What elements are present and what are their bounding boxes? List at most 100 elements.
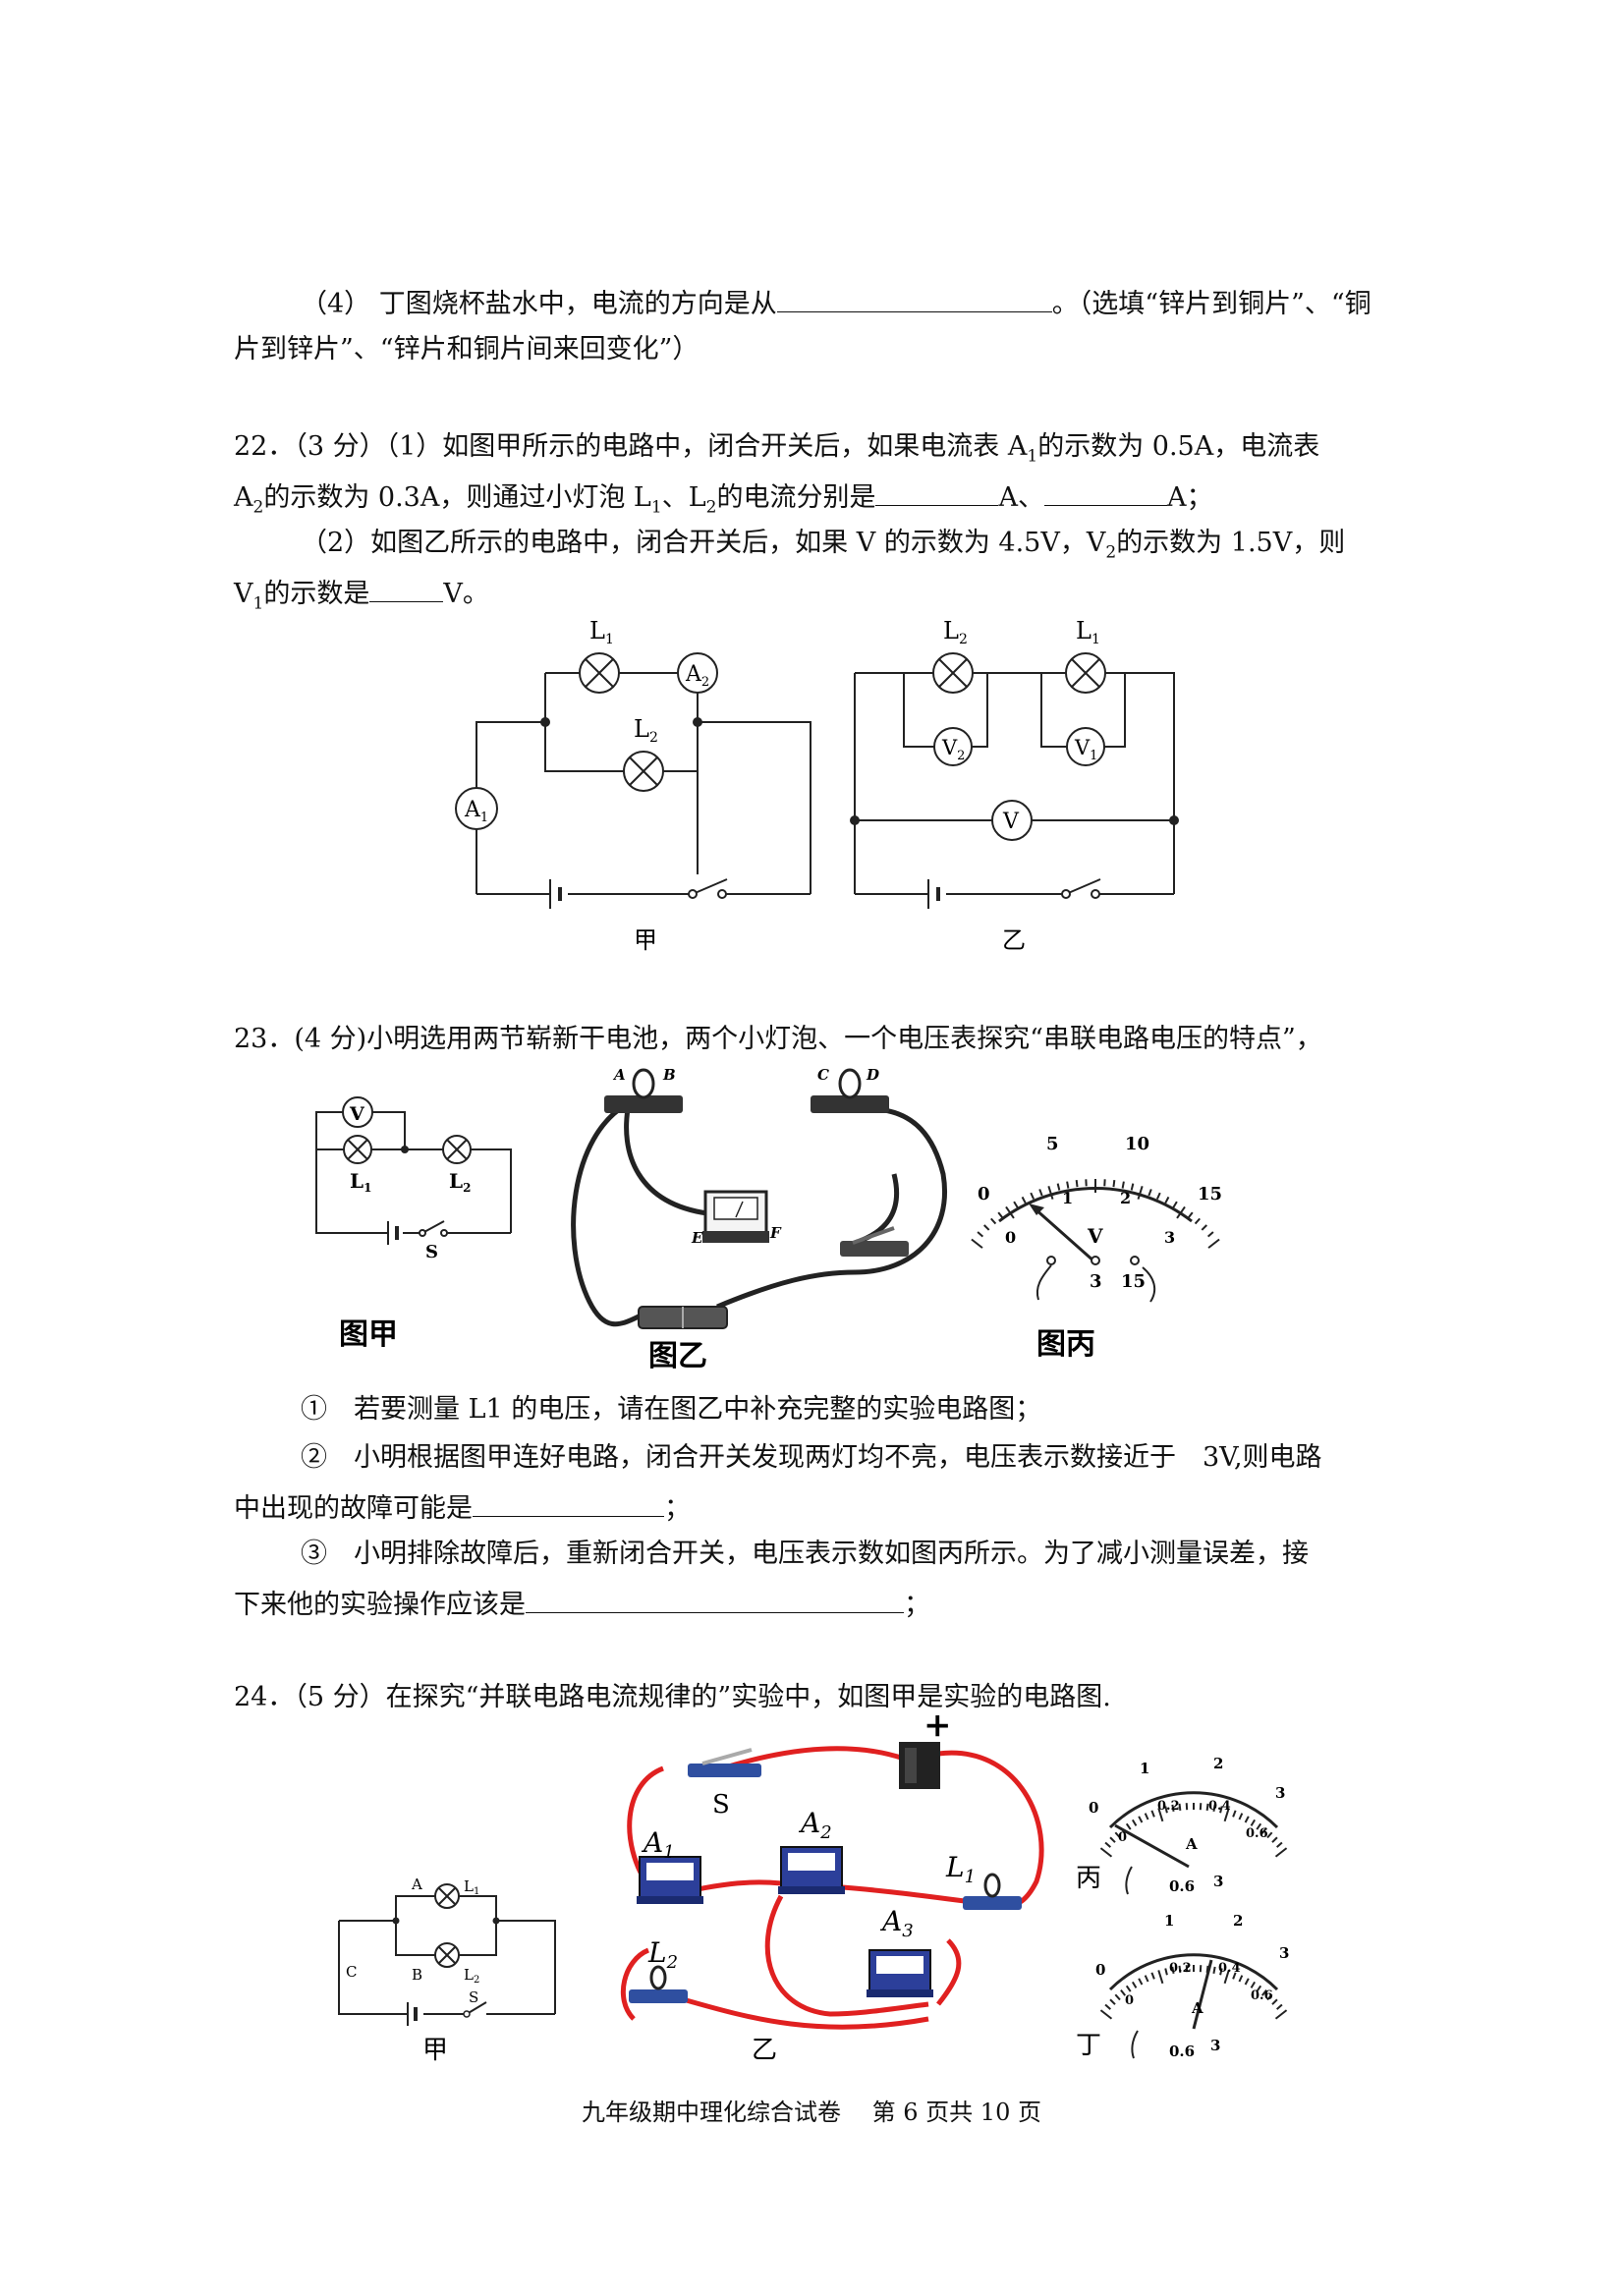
- q24-bing-outer-3: 3: [1275, 1784, 1285, 1802]
- lamp-holder-CD: [811, 1068, 889, 1113]
- q22-l2e: A、: [998, 482, 1044, 513]
- q22-l3a: （2）如图乙所示的电路中，闭合开关后，如果 V 的示数为 4.5V，V: [301, 528, 1106, 558]
- jia-L2-label: L: [634, 715, 649, 743]
- dial-tick: [1205, 1803, 1209, 1811]
- q24-yi-L1s: 1: [965, 1867, 976, 1887]
- q22-l4c: V。: [443, 579, 489, 609]
- q24-wiring-yi: + S A1 A2 L1 L2 A3 乙: [620, 1706, 1044, 2063]
- svg-text:L1: L1: [1076, 617, 1100, 647]
- ammeter-A1: [455, 787, 498, 830]
- q24-jia-S: S: [469, 1988, 478, 2006]
- yi-V2-label: V: [941, 736, 958, 759]
- dial-tick: [1164, 1968, 1168, 1976]
- dial-tick: [1157, 1808, 1164, 1822]
- q24-ding-outer-1: 1: [1164, 1912, 1174, 1930]
- voltmeter-V: [342, 1096, 373, 1128]
- lamp-L1: [579, 652, 620, 694]
- dial-tick: [1056, 1183, 1061, 1191]
- svg-text:A2: A2: [798, 1807, 832, 1843]
- dial-tick: [1266, 1831, 1273, 1839]
- q24-jia-L1s: 1: [474, 1886, 479, 1897]
- lamp-L2: [434, 1942, 460, 1968]
- q23-dial-inner-0: 0: [1005, 1228, 1016, 1247]
- q23-dial-inner-3: 3: [1164, 1228, 1175, 1247]
- q23-step3-line2: 下来他的实验操作应该是；: [234, 1583, 930, 1625]
- dial-tick: [1271, 1836, 1278, 1843]
- jia-A1-label: A: [464, 798, 481, 822]
- q23-yi-F: F: [769, 1224, 782, 1242]
- dial-tick: [1147, 1189, 1152, 1197]
- q23-dial-outer-15: 15: [1198, 1184, 1222, 1204]
- q24-yi-A1s: 1: [663, 1842, 674, 1863]
- q22-line3: （2）如图乙所示的电路中，闭合开关后，如果 V 的示数为 4.5V，V2的示数为…: [301, 524, 1345, 572]
- dial-tick: [983, 1224, 990, 1231]
- battery-device: [638, 1306, 728, 1329]
- q22-l1a: 22．（3 分）（1）如图甲所示的电路中，闭合开关后，如果电流表 A: [234, 431, 1028, 462]
- q22-l4a: V: [234, 579, 253, 609]
- dial-tick: [1131, 1981, 1138, 1988]
- dial-tick: [1038, 1189, 1043, 1197]
- q23-blank-fault[interactable]: [473, 1486, 664, 1517]
- q24-jia-caption: 甲: [422, 2036, 448, 2065]
- q24-ding-outer-2: 2: [1233, 1912, 1243, 1930]
- q22-l3-sub: 2: [1105, 542, 1117, 563]
- svg-text:L1: L1: [350, 1169, 371, 1195]
- q22-blank-1[interactable]: [875, 476, 999, 506]
- q24-bing-caption: 丙: [1076, 1864, 1101, 1893]
- jia-L1-sub: 1: [605, 632, 614, 647]
- q24-jia-C: C: [346, 1963, 357, 1981]
- q22-l4-sub: 1: [252, 593, 264, 614]
- q24-jia-L2: L: [464, 1966, 474, 1984]
- q23-s3c: ；: [904, 1590, 930, 1620]
- voltmeter-V1: [1066, 727, 1105, 766]
- q23-dial-inner-1: 1: [1062, 1189, 1073, 1207]
- q22-blank-2[interactable]: [1043, 476, 1167, 506]
- q24-ding-inner-06: 0.6: [1251, 1988, 1273, 2003]
- q24-yi-plus: +: [923, 1706, 952, 1745]
- dial-tick: [1130, 1183, 1135, 1191]
- q24-bing-inner-02: 0.2: [1157, 1799, 1180, 1814]
- yi-V1-sub: 1: [1090, 749, 1097, 763]
- q23-line1: 23．(4 分)小明选用两节崭新干电池，两个小灯泡、一个电压表探究“串联电路电压…: [234, 1024, 1322, 1054]
- dial-tick: [1178, 1965, 1182, 1973]
- dial-tick: [1207, 1238, 1220, 1249]
- q22-l1b: 的示数为 0.5A，电流表: [1037, 431, 1320, 462]
- q24-ding-term-06: 0.6: [1169, 2043, 1195, 2060]
- dial-tick: [1125, 1985, 1132, 1992]
- q23-blank-operation[interactable]: [526, 1583, 904, 1613]
- dial-tick: [1120, 1988, 1127, 1996]
- q23-circuit-jia: V L1 L2 S 图甲: [315, 1096, 512, 1352]
- q21-answer-blank[interactable]: [776, 282, 1052, 312]
- q22-l2-sub3: 2: [705, 497, 717, 518]
- svg-text:L1: L1: [945, 1851, 976, 1887]
- q23-dial-inner-2: 2: [1120, 1189, 1131, 1207]
- dial-tick: [1164, 1806, 1168, 1814]
- dial-tick: [1260, 1988, 1267, 1996]
- q22-circuit-jia: L1 A2 L2 A1 甲: [455, 617, 812, 954]
- jia-A2-sub: 2: [701, 675, 709, 690]
- q23-yi-D: D: [866, 1066, 879, 1084]
- dial-tick: [1114, 1993, 1121, 2001]
- dial-tick: [1030, 1192, 1035, 1200]
- dial-tick: [1171, 1804, 1175, 1813]
- q23-jia-L2: L: [449, 1169, 463, 1193]
- svg-text:L1: L1: [464, 1877, 479, 1897]
- q22-l2a: A: [234, 482, 253, 513]
- dial-tick: [1244, 1978, 1250, 1986]
- q23-yi-B: B: [662, 1066, 676, 1084]
- q23-jia-L1: L: [350, 1169, 364, 1193]
- dial-tick: [1013, 1201, 1019, 1208]
- q22-blank-3[interactable]: [369, 572, 444, 602]
- q23-dial-outer-10: 10: [1125, 1134, 1149, 1154]
- dial-tick: [1171, 1966, 1175, 1975]
- voltmeter-V: [991, 800, 1033, 841]
- svg-text:L2: L2: [634, 715, 658, 746]
- page-footer: 九年级期中理化综合试卷 第 6 页共 10 页: [582, 2099, 1041, 2126]
- q24-ding-unit: A: [1191, 1999, 1203, 2017]
- dial-tick: [1109, 1998, 1116, 2005]
- dial-tick: [1125, 1822, 1132, 1830]
- q23-step3: ③ 小明排除故障后，重新闭合开关，电压表示数如图丙所示。为了减小测量误差，接: [301, 1535, 1309, 1574]
- dial-tick: [1232, 1810, 1237, 1818]
- dial-tick: [1138, 1816, 1144, 1823]
